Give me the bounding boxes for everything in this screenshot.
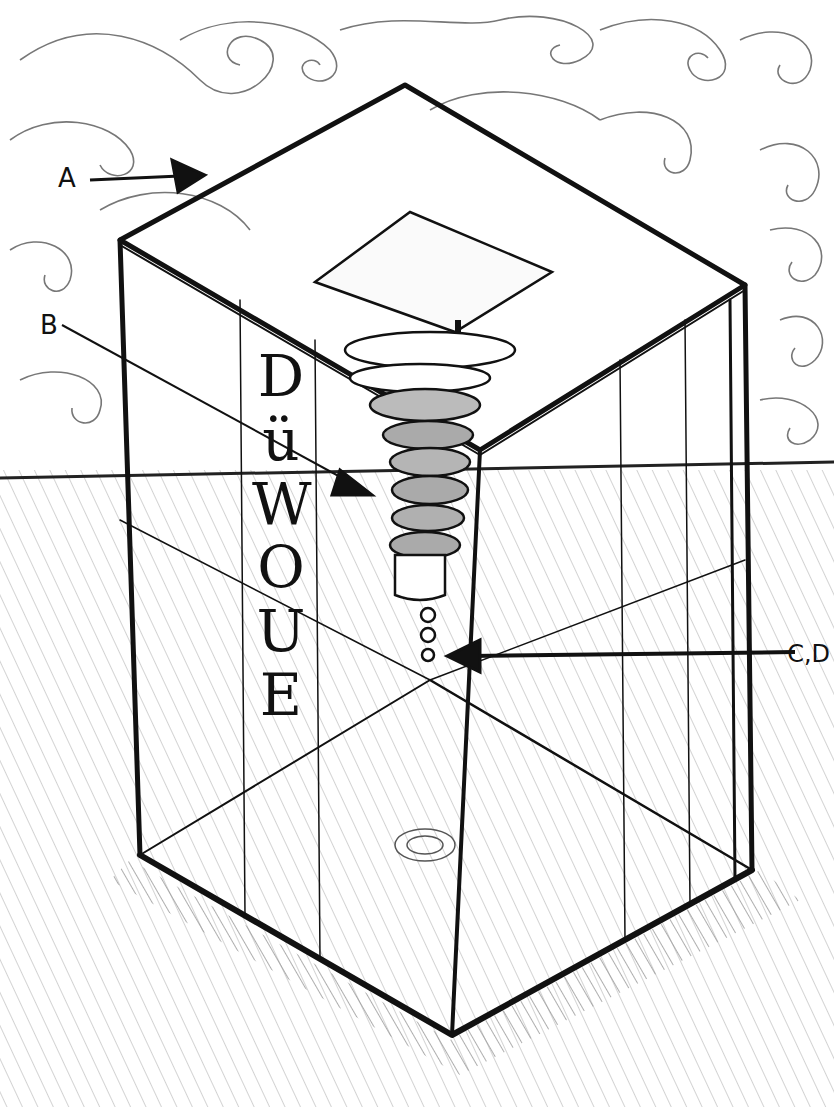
floor-mark bbox=[395, 829, 455, 861]
callout-letter: C,D bbox=[787, 640, 830, 668]
floor-hatching bbox=[0, 470, 834, 1107]
callout-letter: B bbox=[40, 310, 58, 340]
box-lettering: DüWOUE bbox=[252, 345, 310, 728]
disc-stack bbox=[315, 212, 552, 661]
glass-box bbox=[120, 85, 752, 1035]
callout-letter: A bbox=[58, 163, 76, 193]
sky-swirls bbox=[10, 16, 823, 444]
leader-arrows bbox=[62, 160, 795, 672]
